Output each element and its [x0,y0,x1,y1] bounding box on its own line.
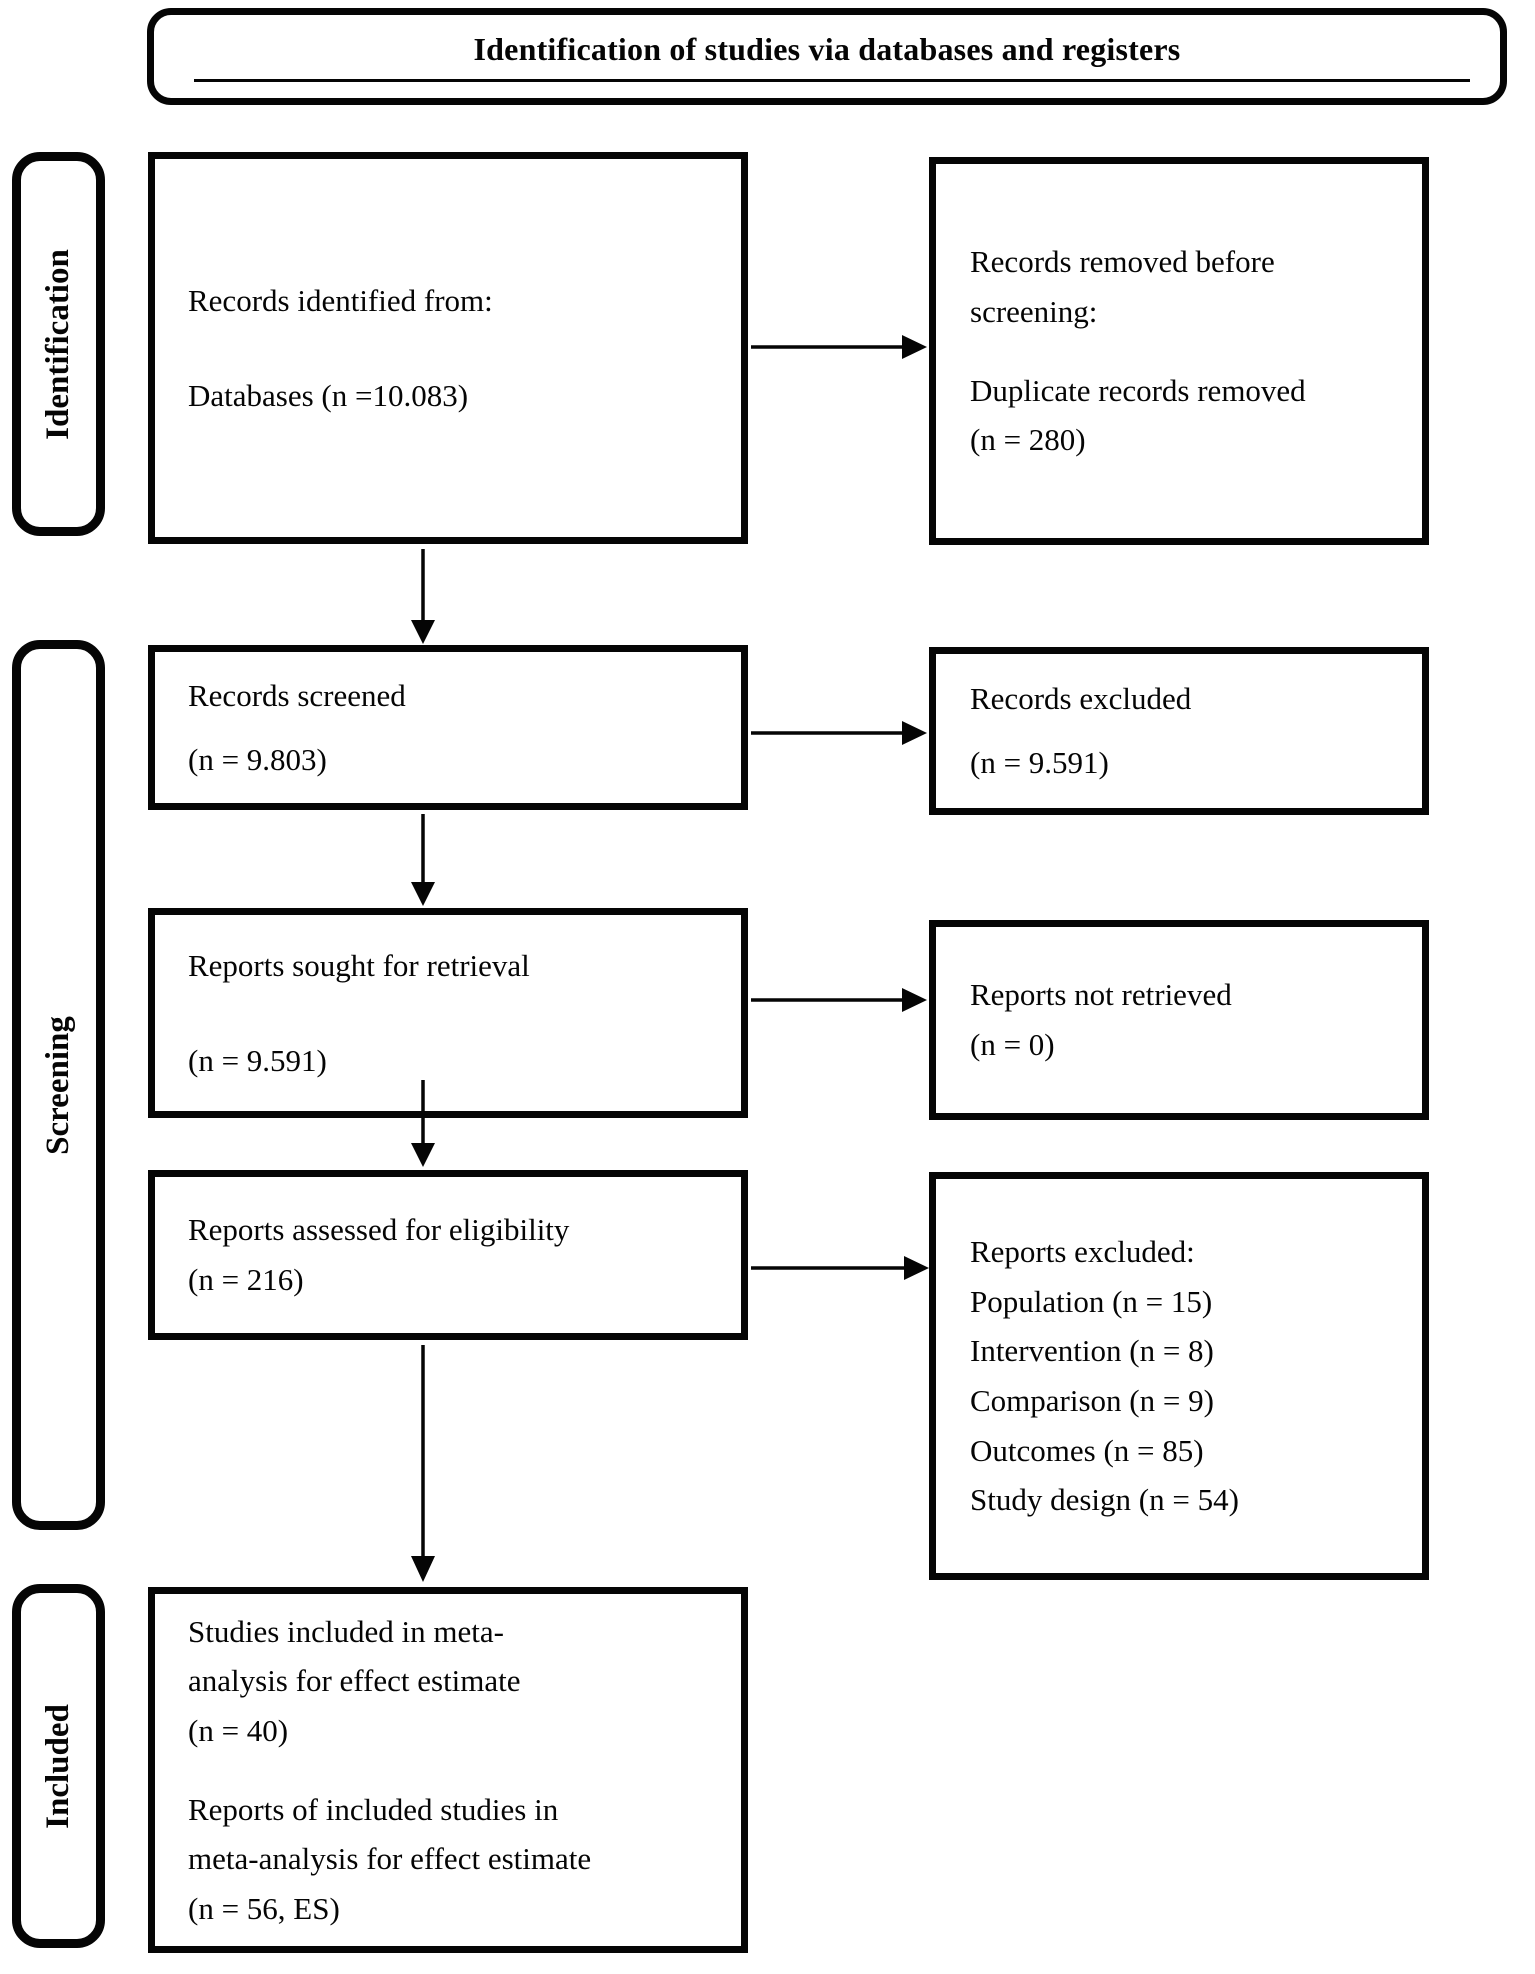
records-excluded-text: Records excluded [970,681,1192,717]
records-removed-text: Records removed before screening: [970,244,1275,329]
records-identified-text: Records identified from: [188,282,493,318]
box-records-removed: Records removed before screening: Duplic… [929,157,1429,545]
reports-excluded-list: Reports excluded: Population (n = 15) In… [970,1234,1239,1518]
arrow-assessed-to-included [411,1345,435,1582]
diagram-title: Identification of studies via databases … [473,31,1181,67]
arrow-screened-to-excluded [751,721,927,745]
stage-identification-label: Identification [40,248,77,440]
records-excluded-count: (n = 9.591) [970,745,1109,780]
box-reports-assessed: Reports assessed for eligibility (n = 21… [148,1170,748,1340]
records-removed-count: Duplicate records removed (n = 280) [970,372,1306,458]
reports-sought-count: (n = 9.591) [188,1042,327,1078]
studies-included-reports-text: Reports of included studies in meta-anal… [188,1791,592,1926]
box-reports-excluded: Reports excluded: Population (n = 15) In… [929,1172,1429,1580]
box-records-screened: Records screened (n = 9.803) [148,645,748,810]
box-records-identified: Records identified from: Databases (n =1… [148,152,748,544]
stage-identification: Identification [12,152,105,536]
title-underline [194,79,1470,82]
records-screened-text: Records screened [188,677,406,713]
records-screened-count: (n = 9.803) [188,741,327,777]
studies-included-text: Studies included in meta- analysis for e… [188,1613,521,1748]
stage-screening: Screening [12,640,105,1530]
arrow-identified-to-screened [411,549,435,644]
header-banner: Identification of studies via databases … [147,8,1507,105]
box-reports-sought: Reports sought for retrieval (n = 9.591) [148,908,748,1118]
records-identified-count: Databases (n =10.083) [188,377,469,413]
stage-included: Included [12,1584,105,1948]
arrow-sought-to-not-retrieved [751,988,927,1012]
box-studies-included: Studies included in meta- analysis for e… [148,1587,748,1953]
reports-sought-text: Reports sought for retrieval [188,947,530,983]
box-records-excluded: Records excluded (n = 9.591) [929,647,1429,815]
arrow-identified-to-removed [751,335,927,359]
stage-included-label: Included [40,1703,76,1829]
reports-not-retrieved-text: Reports not retrieved (n = 0) [970,977,1232,1062]
reports-assessed-text: Reports assessed for eligibility (n = 21… [188,1212,570,1297]
arrow-screened-to-sought [411,814,435,906]
stage-screening-label: Screening [40,1015,77,1155]
box-reports-not-retrieved: Reports not retrieved (n = 0) [929,920,1429,1120]
arrow-assessed-to-reports-excluded [751,1256,929,1280]
